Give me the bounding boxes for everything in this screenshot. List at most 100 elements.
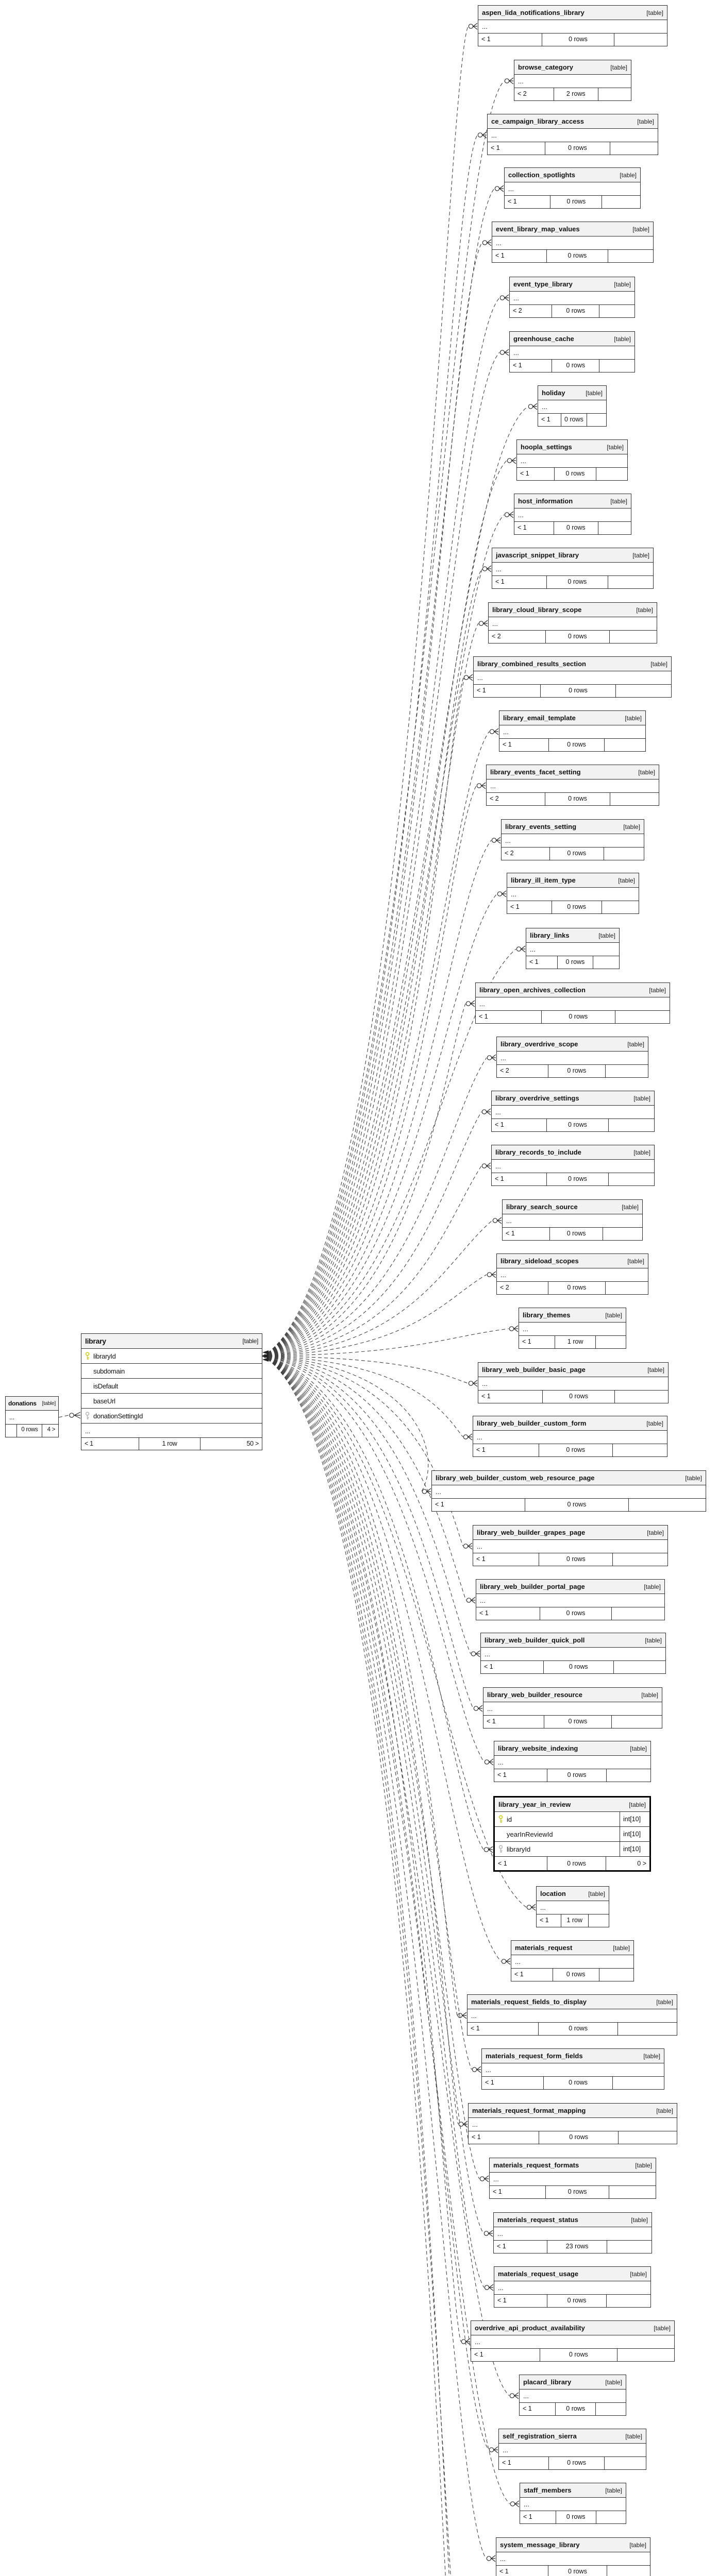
table-node-library_web_builder_portal_page[interactable]: library_web_builder_portal_page [table] … [476, 1579, 665, 1620]
children-count [598, 522, 631, 534]
table-node-materials_request_format_mapping[interactable]: materials_request_format_mapping [table]… [468, 2103, 677, 2144]
children-count [610, 631, 657, 643]
table-columns-ellipsis: ... [476, 1594, 664, 1607]
table-columns-ellipsis: ... [494, 1756, 650, 1769]
table-node-overdrive_api_product_availability[interactable]: overdrive_api_product_availability [tabl… [471, 2320, 675, 2362]
table-node-materials_request_formats[interactable]: materials_request_formats [table] ... < … [489, 2158, 656, 2199]
row-count: 0 rows [547, 576, 608, 588]
table-tag: [table] [42, 1400, 56, 1406]
fk-count: < 1 [488, 142, 546, 155]
table-header: staff_members [table] [520, 2483, 626, 2498]
table-node-library_web_builder_custom_form[interactable]: library_web_builder_custom_form [table] … [473, 1416, 667, 1457]
table-columns-ellipsis: ... [519, 1323, 626, 1336]
table-header: library_overdrive_scope [table] [497, 1037, 648, 1052]
table-node-library_events_setting[interactable]: library_events_setting [table] ... < 2 0… [501, 819, 644, 860]
table-columns-ellipsis: ... [492, 1160, 654, 1173]
table-header: library_cloud_library_scope [table] [489, 603, 657, 617]
table-footer: < 1 0 rows [492, 1173, 654, 1185]
table-node-library_records_to_include[interactable]: library_records_to_include [table] ... <… [491, 1145, 655, 1186]
table-node-aspen_lida_notifications_library[interactable]: aspen_lida_notifications_library [table]… [478, 5, 667, 46]
table-node-materials_request_usage[interactable]: materials_request_usage [table] ... < 1 … [494, 2266, 651, 2308]
table-node-event_library_map_values[interactable]: event_library_map_values [table] ... < 1… [492, 222, 654, 263]
table-footer: < 1 0 rows [510, 360, 634, 372]
table-tag: [table] [620, 171, 637, 179]
column-row-baseUrl: baseUrl [81, 1394, 262, 1409]
table-node-staff_members[interactable]: staff_members [table] ... < 1 0 rows [520, 2483, 626, 2524]
row-count: 0 rows [547, 1119, 609, 1131]
table-node-library_web_builder_basic_page[interactable]: library_web_builder_basic_page [table] .… [478, 1362, 669, 1403]
row-count: 1 row [561, 1914, 589, 1927]
table-node-collection_spotlights[interactable]: collection_spotlights [table] ... < 1 0 … [504, 167, 641, 209]
table-tag: [table] [625, 2432, 642, 2440]
fk-count: < 1 [483, 1716, 544, 1728]
table-node-library_cloud_library_scope[interactable]: library_cloud_library_scope [table] ... … [488, 602, 657, 643]
table-header: library_email_template [table] [499, 711, 645, 725]
table-tag: [table] [649, 986, 666, 994]
table-node-browse_category[interactable]: browse_category [table] ... < 2 2 rows [514, 60, 631, 101]
table-node-library_events_facet_setting[interactable]: library_events_facet_setting [table] ...… [486, 765, 659, 806]
table-node-library[interactable]: library [table] libraryId subdomain isDe… [81, 1333, 262, 1450]
table-node-library_ill_item_type[interactable]: library_ill_item_type [table] ... < 1 0 … [507, 873, 639, 914]
table-node-host_information[interactable]: host_information [table] ... < 1 0 rows [514, 494, 631, 535]
row-count: 0 rows [542, 33, 614, 46]
table-node-materials_request_status[interactable]: materials_request_status [table] ... < 1… [493, 2212, 652, 2253]
table-node-self_registration_sierra[interactable]: self_registration_sierra [table] ... < 1… [498, 2429, 646, 2470]
table-node-hoopla_settings[interactable]: hoopla_settings [table] ... < 1 0 rows [516, 439, 628, 481]
table-node-holiday[interactable]: holiday [table] ... < 1 0 rows [538, 385, 607, 427]
table-node-library_overdrive_scope[interactable]: library_overdrive_scope [table] ... < 2 … [496, 1037, 648, 1078]
table-node-ce_campaign_library_access[interactable]: ce_campaign_library_access [table] ... <… [487, 114, 658, 155]
table-node-greenhouse_cache[interactable]: greenhouse_cache [table] ... < 1 0 rows [509, 331, 635, 372]
table-name: ce_campaign_library_access [491, 117, 584, 125]
table-node-library_open_archives_collection[interactable]: library_open_archives_collection [table]… [475, 982, 670, 1024]
table-node-library_year_in_review[interactable]: library_year_in_review [table] id int[10… [493, 1796, 651, 1872]
fk-count: < 2 [510, 305, 553, 317]
table-node-placard_library[interactable]: placard_library [table] ... < 1 0 rows [519, 2375, 626, 2416]
table-columns-ellipsis: ... [499, 2444, 646, 2457]
table-node-library_website_indexing[interactable]: library_website_indexing [table] ... < 1… [494, 1741, 651, 1782]
table-name: library_events_setting [505, 823, 577, 831]
table-node-javascript_snippet_library[interactable]: javascript_snippet_library [table] ... <… [492, 548, 654, 589]
table-columns-ellipsis: ... [478, 1377, 668, 1391]
table-node-library_web_builder_resource[interactable]: library_web_builder_resource [table] ...… [483, 1687, 662, 1728]
table-header: event_library_map_values [table] [492, 222, 653, 236]
table-columns-ellipsis: ... [492, 1106, 654, 1119]
table-tag: [table] [630, 1744, 647, 1752]
column-row-libraryId: libraryId int[10] [495, 1842, 649, 1857]
table-name: materials_request [515, 1944, 573, 1952]
table-node-system_message_library[interactable]: system_message_library [table] ... < 1 0… [496, 2537, 650, 2576]
table-name: library_email_template [503, 714, 576, 722]
table-header: library_events_facet_setting [table] [487, 765, 659, 779]
table-node-materials_request[interactable]: materials_request [table] ... < 1 0 rows [511, 1940, 634, 1981]
table-node-library_web_builder_custom_web_resource_page[interactable]: library_web_builder_custom_web_resource_… [431, 1470, 706, 1512]
table-tag: [table] [646, 9, 663, 16]
table-node-library_web_builder_quick_poll[interactable]: library_web_builder_quick_poll [table] .… [480, 1633, 666, 1674]
table-node-library_themes[interactable]: library_themes [table] ... < 1 1 row [519, 1308, 626, 1349]
table-node-donations[interactable]: donations [table] ... 0 rows 4 > [5, 1396, 59, 1437]
row-count: 0 rows [17, 1425, 43, 1437]
table-node-library_combined_results_section[interactable]: library_combined_results_section [table]… [473, 656, 672, 698]
table-node-library_search_source[interactable]: library_search_source [table] ... < 1 0 … [502, 1199, 643, 1241]
table-node-materials_request_form_fields[interactable]: materials_request_form_fields [table] ..… [481, 2048, 664, 2090]
table-node-library_web_builder_grapes_page[interactable]: library_web_builder_grapes_page [table] … [473, 1525, 668, 1566]
table-node-library_sideload_scopes[interactable]: library_sideload_scopes [table] ... < 2 … [496, 1253, 648, 1295]
table-columns-ellipsis: ... [497, 1268, 648, 1282]
table-name: placard_library [523, 2378, 572, 2386]
fk-count: < 1 [492, 576, 547, 588]
table-header: greenhouse_cache [table] [510, 332, 634, 346]
column-name: baseUrl [93, 1397, 115, 1405]
table-node-location[interactable]: location [table] ... < 1 1 row [536, 1886, 609, 1927]
table-name: materials_request_form_fields [486, 2052, 583, 2060]
table-tag: [table] [656, 1998, 673, 2006]
column-name: id [507, 1815, 512, 1823]
table-node-library_email_template[interactable]: library_email_template [table] ... < 1 0… [499, 710, 646, 752]
table-footer: < 1 0 rows [507, 901, 639, 913]
table-node-library_links[interactable]: library_links [table] ... < 1 0 rows [526, 928, 620, 969]
row-count: 0 rows [552, 901, 602, 913]
table-name: event_library_map_values [496, 225, 580, 233]
table-node-materials_request_fields_to_display[interactable]: materials_request_fields_to_display [tab… [467, 1994, 677, 2036]
table-tag: [table] [650, 660, 667, 668]
table-footer: < 1 0 rows [520, 2403, 626, 2415]
table-node-event_type_library[interactable]: event_type_library [table] ... < 2 0 row… [509, 277, 635, 318]
fk-count: < 1 [473, 1553, 540, 1566]
table-node-library_overdrive_settings[interactable]: library_overdrive_settings [table] ... <… [491, 1091, 655, 1132]
